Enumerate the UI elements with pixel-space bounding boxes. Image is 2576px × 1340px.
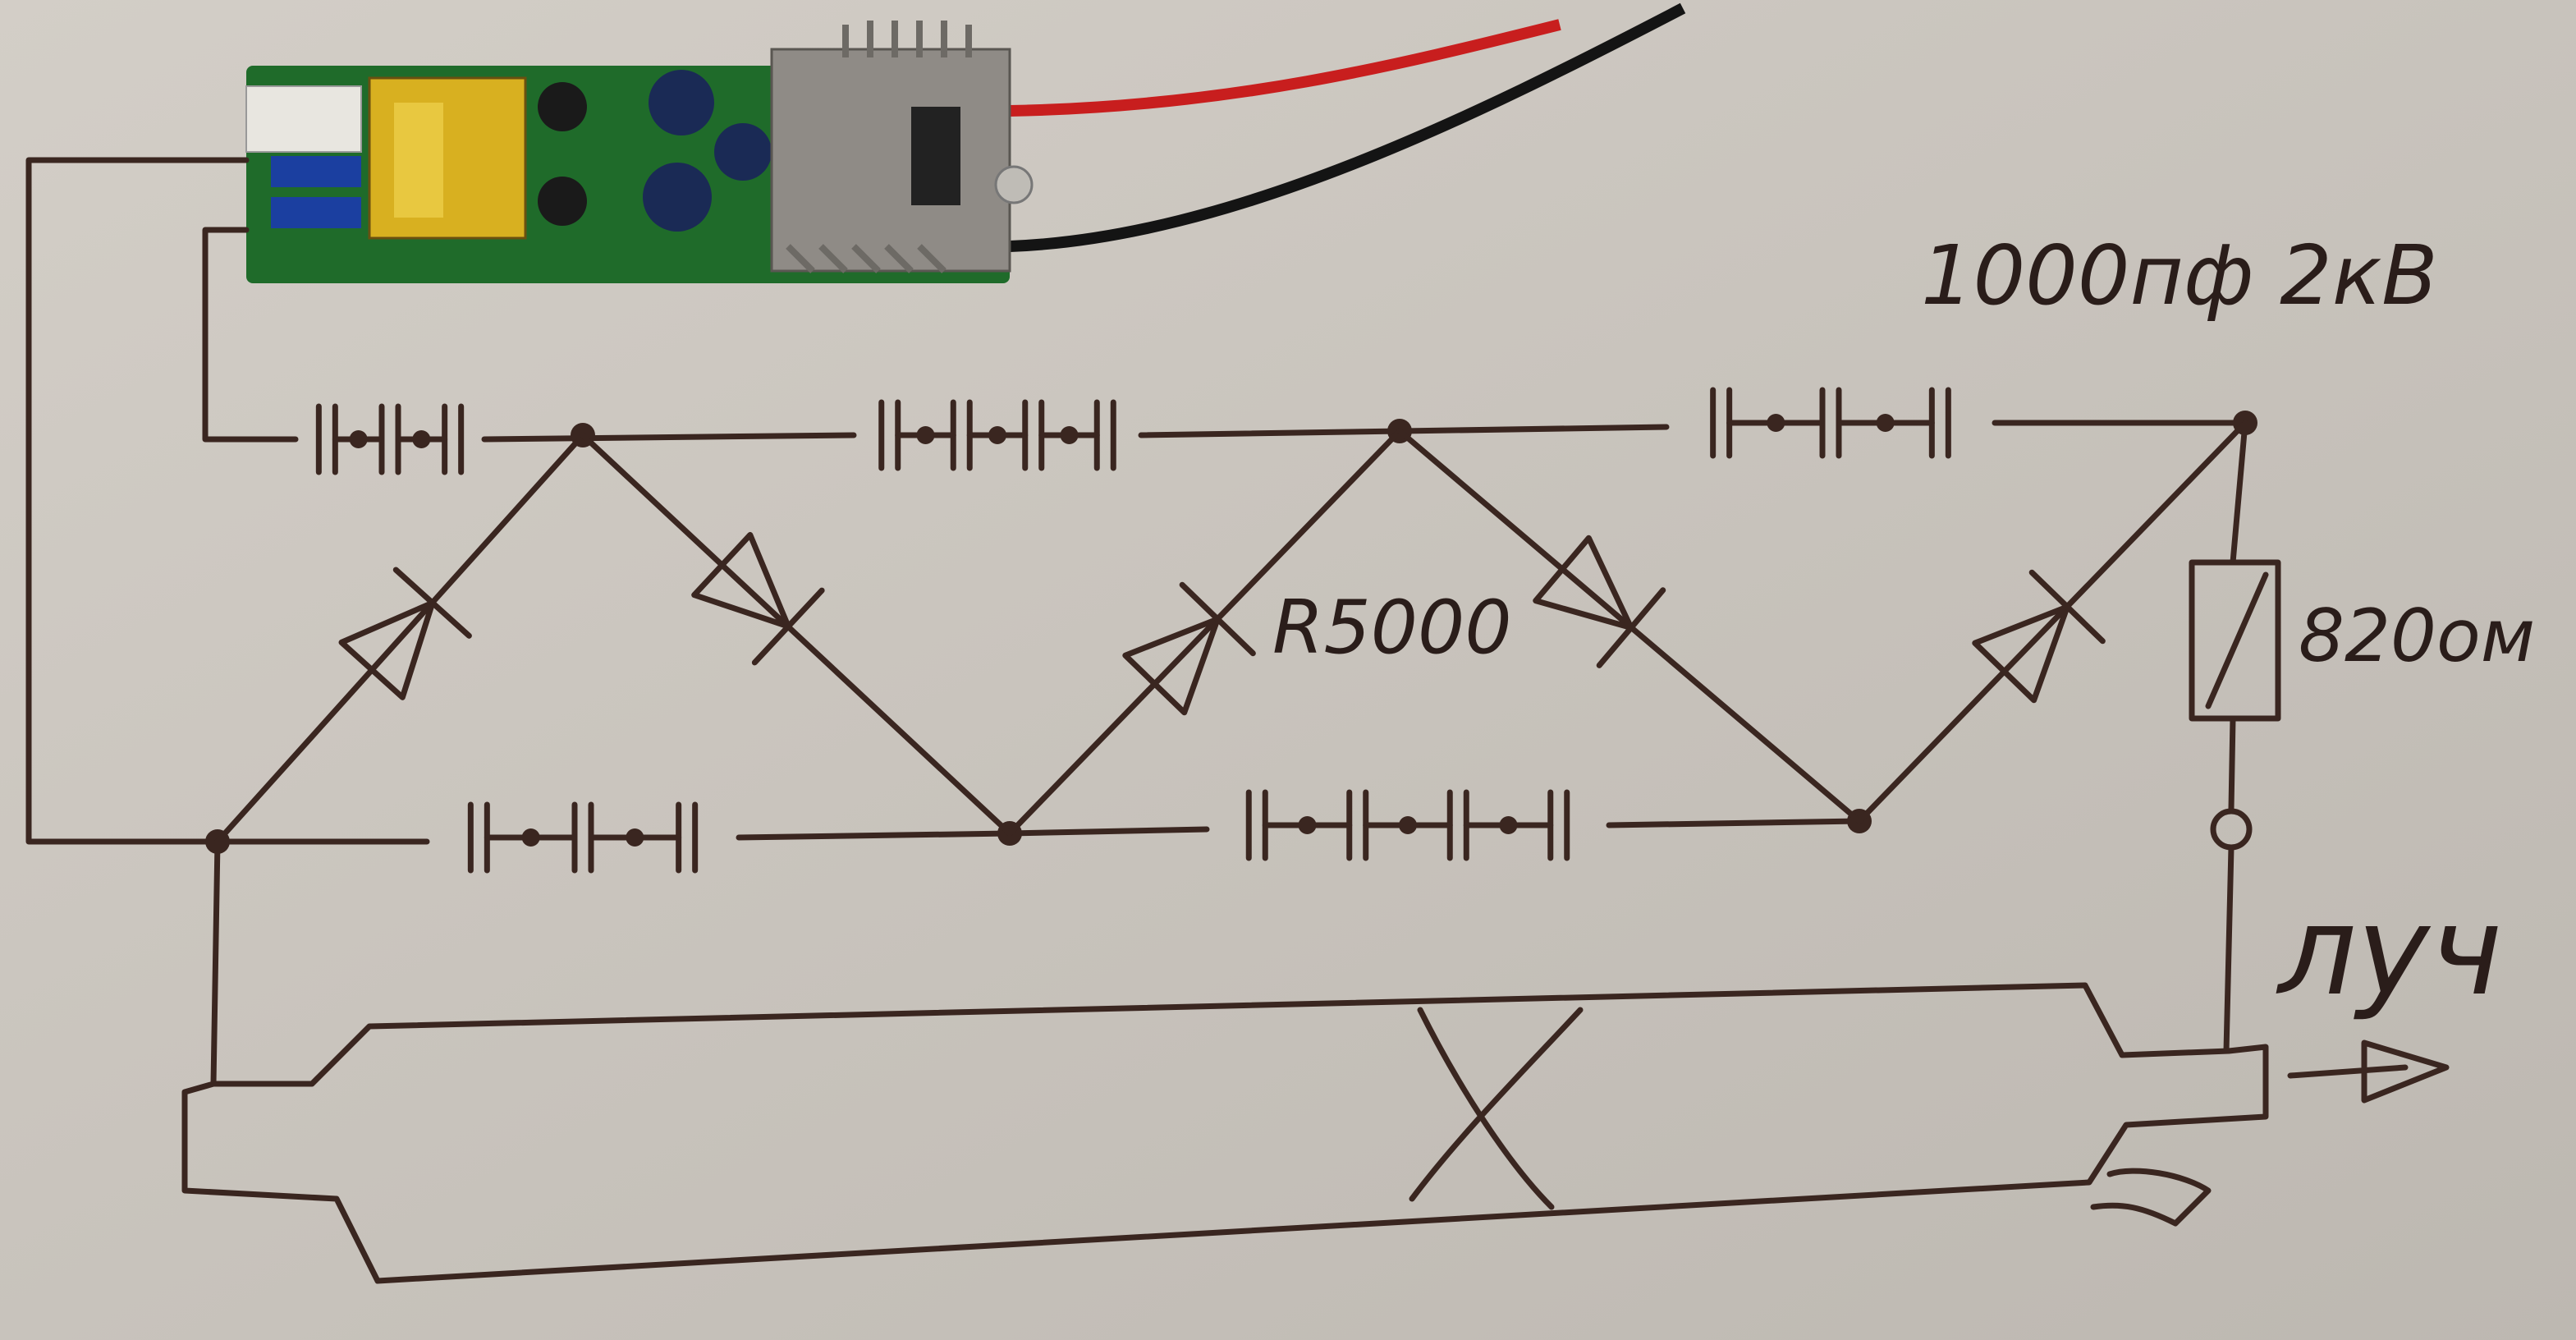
heatsink-fins-top <box>842 21 972 57</box>
electrolytic-cap-1 <box>649 70 714 135</box>
heatsink <box>770 48 1011 273</box>
cap-top-2-node-2 <box>1060 426 1079 444</box>
mounting-screw <box>994 165 1034 204</box>
cap-top-3-node-1 <box>1876 414 1895 432</box>
diode-1-bar <box>392 567 472 639</box>
red-wire <box>1009 19 1561 117</box>
transistor-1 <box>538 82 587 131</box>
diode-3-triangle <box>1122 616 1221 716</box>
tube-end-cap <box>2090 1168 2212 1227</box>
cap-top-2-node-0 <box>916 426 935 444</box>
tube-cross-1 <box>1417 1007 1555 1210</box>
cap-top-3-node-0 <box>1767 414 1785 432</box>
jumper-blue-1 <box>271 156 361 187</box>
top-feed-wire <box>202 227 278 443</box>
beam-label: луч <box>2276 880 2502 1023</box>
diode-5-triangle <box>1972 603 2070 704</box>
cap-bottom-2-node-2 <box>1499 816 1518 834</box>
cap-top-1-node-0 <box>349 430 368 448</box>
diode-4-triangle <box>1533 535 1634 631</box>
top-rail-b <box>481 432 857 443</box>
diode-2-bar <box>751 587 825 666</box>
bottom-rail-b <box>736 830 1013 841</box>
circuit-ink <box>25 157 2450 1284</box>
resistor-lead-top <box>2230 420 2248 566</box>
bottom-rail-d <box>1606 818 1863 828</box>
cap-bottom-1-node-0 <box>521 828 540 847</box>
power-module <box>245 21 1034 283</box>
electrolytic-cap-2 <box>643 163 712 232</box>
resistor-slash <box>2205 571 2269 709</box>
cap-bottom-2-node-1 <box>1399 816 1417 834</box>
resistor-value-label: 820ом <box>2299 594 2535 678</box>
heatsink-fins-bottom <box>786 244 947 273</box>
output-lead <box>2223 844 2235 1054</box>
diode-2-triangle <box>691 531 791 630</box>
diode-5-bar <box>2028 569 2106 645</box>
resistor-lead-bottom <box>2228 715 2236 812</box>
beam-arrow-head <box>2361 1039 2450 1104</box>
jumper-blue-2 <box>271 197 361 228</box>
electrolytic-cap-3 <box>714 123 772 181</box>
cap-top-1-node-1 <box>412 430 431 448</box>
transistor-2 <box>538 177 587 226</box>
laser-tube-body <box>181 838 2269 1284</box>
capacitor-rating-label: 1000пф 2кВ <box>1921 227 2438 324</box>
cap-top-2-node-1 <box>988 426 1006 444</box>
zig-2 <box>580 432 1013 837</box>
zig-1 <box>214 432 586 845</box>
transformer <box>368 76 527 240</box>
black-wire <box>1009 2 1686 252</box>
left-feed-wire <box>25 157 250 845</box>
beam-arrow-shaft <box>2287 1064 2409 1079</box>
diode-type-label: R5000 <box>1272 585 1512 671</box>
diode-4-bar <box>1596 587 1666 668</box>
zig-5 <box>1856 420 2248 824</box>
power-transistor <box>911 107 960 205</box>
diode-1-triangle <box>338 599 436 700</box>
cap-bottom-1-node-1 <box>626 828 644 847</box>
connector-block <box>245 85 362 153</box>
zig-3 <box>1006 428 1403 837</box>
cap-bottom-2-node-0 <box>1298 816 1317 834</box>
tube-cross-2 <box>1409 1007 1584 1202</box>
transformer-label <box>394 103 443 218</box>
supply-wires <box>1009 2 1686 252</box>
diode-3-bar <box>1179 581 1256 657</box>
bottom-rail-c <box>1006 826 1210 837</box>
